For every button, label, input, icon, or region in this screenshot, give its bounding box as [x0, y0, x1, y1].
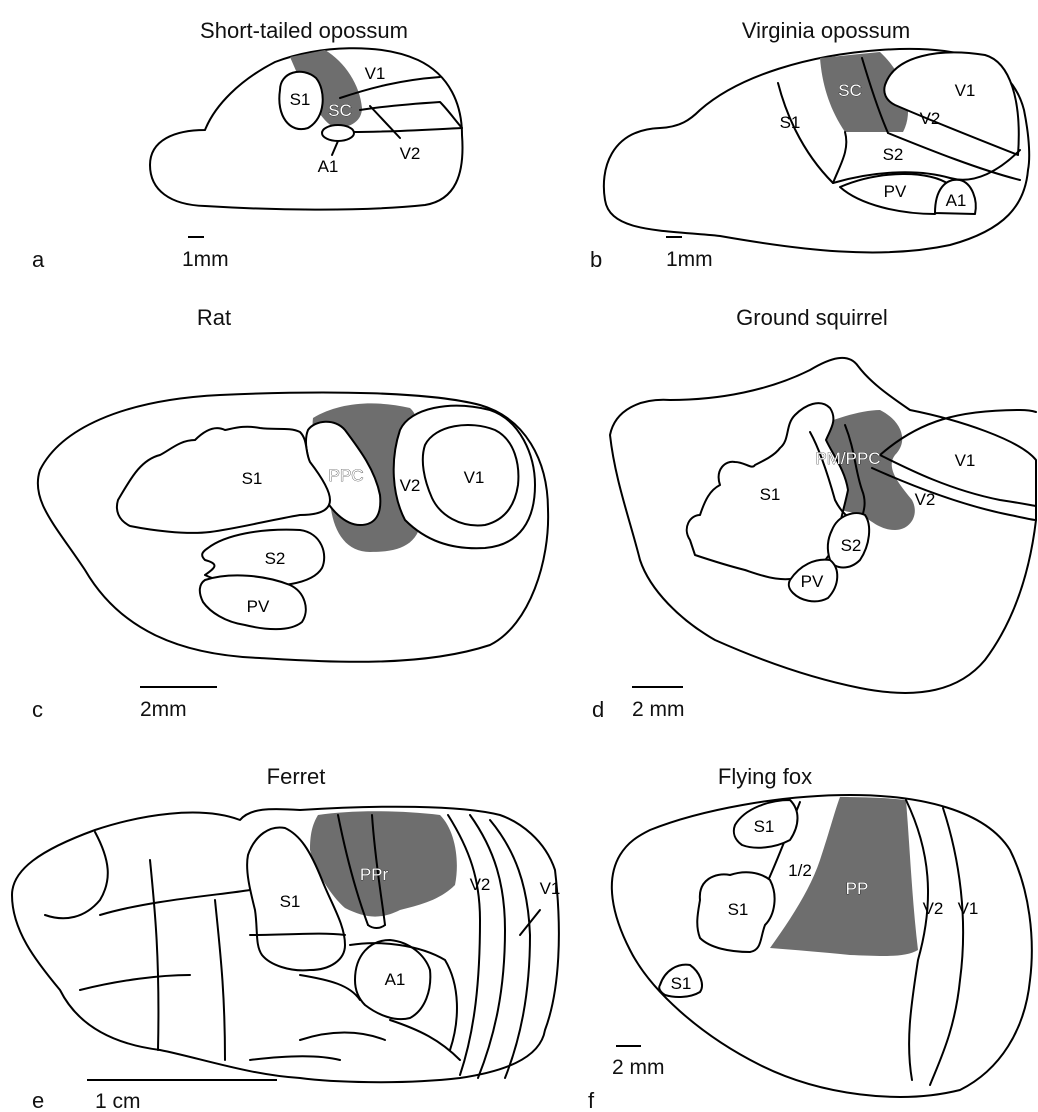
panel-d-letter: d — [592, 697, 604, 722]
panel-e-label-a1: A1 — [385, 970, 406, 989]
panel-a-label-v2: V2 — [400, 144, 421, 163]
panel-b-label-a1: A1 — [946, 191, 967, 210]
panel-e-sulcus-4 — [250, 934, 345, 935]
panel-d-label-v1: V1 — [955, 451, 976, 470]
panel-b-label-s2: S2 — [883, 145, 904, 164]
panel-a: Short-tailed opossum S1 SC V1 V2 A1 1mm … — [32, 18, 463, 272]
panel-f-label-pp: PP — [846, 879, 869, 898]
panel-a-label-v1: V1 — [365, 64, 386, 83]
panel-e-label-s1: S1 — [280, 892, 301, 911]
panel-b-title: Virginia opossum — [742, 18, 910, 43]
panel-f: Flying fox S1 1/2 S1 PP V2 V1 S1 2 mm f — [588, 764, 1032, 1112]
panel-c-label-s2: S2 — [265, 549, 286, 568]
panel-a-label-a1: A1 — [318, 157, 339, 176]
panel-e-letter: e — [32, 1088, 44, 1112]
panel-f-label-s1-mid: S1 — [728, 900, 749, 919]
panel-c-label-v2: V2 — [400, 476, 421, 495]
panel-f-label-s1-low: S1 — [671, 974, 692, 993]
panel-c-label-s1: S1 — [242, 469, 263, 488]
panel-e: Ferret S1 PPr V2 V1 A1 1 cm e — [12, 764, 560, 1112]
panel-a-label-s1: S1 — [290, 90, 311, 109]
panel-d-label-pv: PV — [801, 572, 824, 591]
panel-d-label-pmppc: PM/PPC — [815, 449, 880, 468]
panel-a-letter: a — [32, 247, 45, 272]
panel-f-letter: f — [588, 1088, 595, 1112]
panel-e-title: Ferret — [267, 764, 326, 789]
panel-d-title: Ground squirrel — [736, 305, 888, 330]
panel-a-a1-area — [322, 125, 354, 141]
panel-f-label-v2: V2 — [923, 899, 944, 918]
panel-b-scale-label: 1mm — [666, 248, 713, 271]
panel-d: Ground squirrel PM/PPC V1 V2 S1 S2 PV 2 … — [592, 305, 1036, 722]
panel-d-scale-label: 2 mm — [632, 698, 685, 721]
panel-e-label-ppr: PPr — [360, 865, 389, 884]
panel-c-letter: c — [32, 697, 43, 722]
panel-b-label-sc: SC — [838, 81, 862, 100]
panel-c-label-pv: PV — [247, 597, 270, 616]
panel-d-label-s2: S2 — [841, 536, 862, 555]
panel-c: Rat S1 PPC V2 V1 S2 PV 2mm c — [32, 305, 548, 722]
panel-b-letter: b — [590, 247, 602, 272]
panel-f-label-s1-top: S1 — [754, 817, 775, 836]
panel-e-scale-label: 1 cm — [95, 1090, 141, 1112]
panel-d-label-v2: V2 — [915, 490, 936, 509]
panel-a-title: Short-tailed opossum — [200, 18, 408, 43]
panel-c-label-v1: V1 — [464, 468, 485, 487]
panel-a-label-sc: SC — [328, 101, 352, 120]
panel-b: Virginia opossum SC V1 V2 S1 S2 PV A1 1m… — [590, 18, 1029, 272]
panel-c-scale-label: 2mm — [140, 698, 187, 721]
panel-b-label-pv: PV — [884, 182, 907, 201]
panel-d-label-s1: S1 — [760, 485, 781, 504]
panel-c-title: Rat — [197, 305, 231, 330]
panel-f-label-half: 1/2 — [788, 861, 812, 880]
panel-b-label-v2: V2 — [920, 109, 941, 128]
panel-c-label-ppc: PPC — [329, 466, 364, 485]
panel-b-label-s1: S1 — [780, 113, 801, 132]
panel-e-label-v1: V1 — [540, 879, 561, 898]
panel-f-label-v1: V1 — [958, 899, 979, 918]
panel-f-scale-label: 2 mm — [612, 1056, 665, 1079]
panel-e-label-v2: V2 — [470, 875, 491, 894]
panel-a-scale-label: 1mm — [182, 248, 229, 271]
panel-f-title: Flying fox — [718, 764, 812, 789]
panel-b-label-v1: V1 — [955, 81, 976, 100]
